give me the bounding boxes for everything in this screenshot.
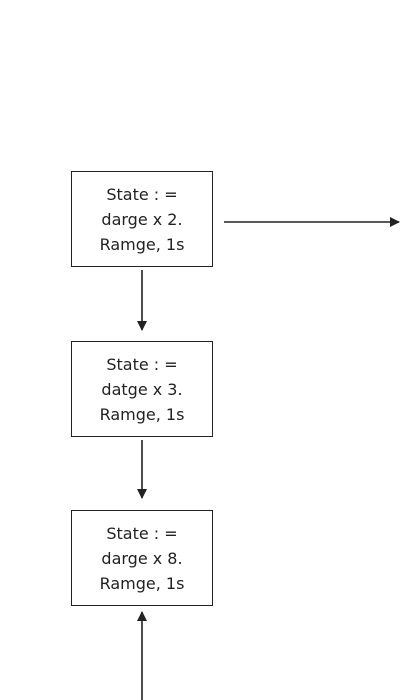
state-line: darge x 8.: [101, 548, 183, 568]
state-box-2: State : = datge x 3. Ramge, 1s: [71, 341, 213, 437]
state-box-3: State : = darge x 8. Ramge, 1s: [71, 510, 213, 606]
state-line: Ramge, 1s: [99, 573, 185, 593]
state-line: State : =: [106, 184, 178, 204]
state-line: Ramge, 1s: [99, 234, 185, 254]
state-line: darge x 2.: [101, 209, 183, 229]
state-line: State : =: [106, 354, 178, 374]
state-line: datge x 3.: [101, 379, 183, 399]
state-box-1: State : = darge x 2. Ramge, 1s: [71, 171, 213, 267]
state-line: Ramge, 1s: [99, 404, 185, 424]
state-line: State : =: [106, 523, 178, 543]
